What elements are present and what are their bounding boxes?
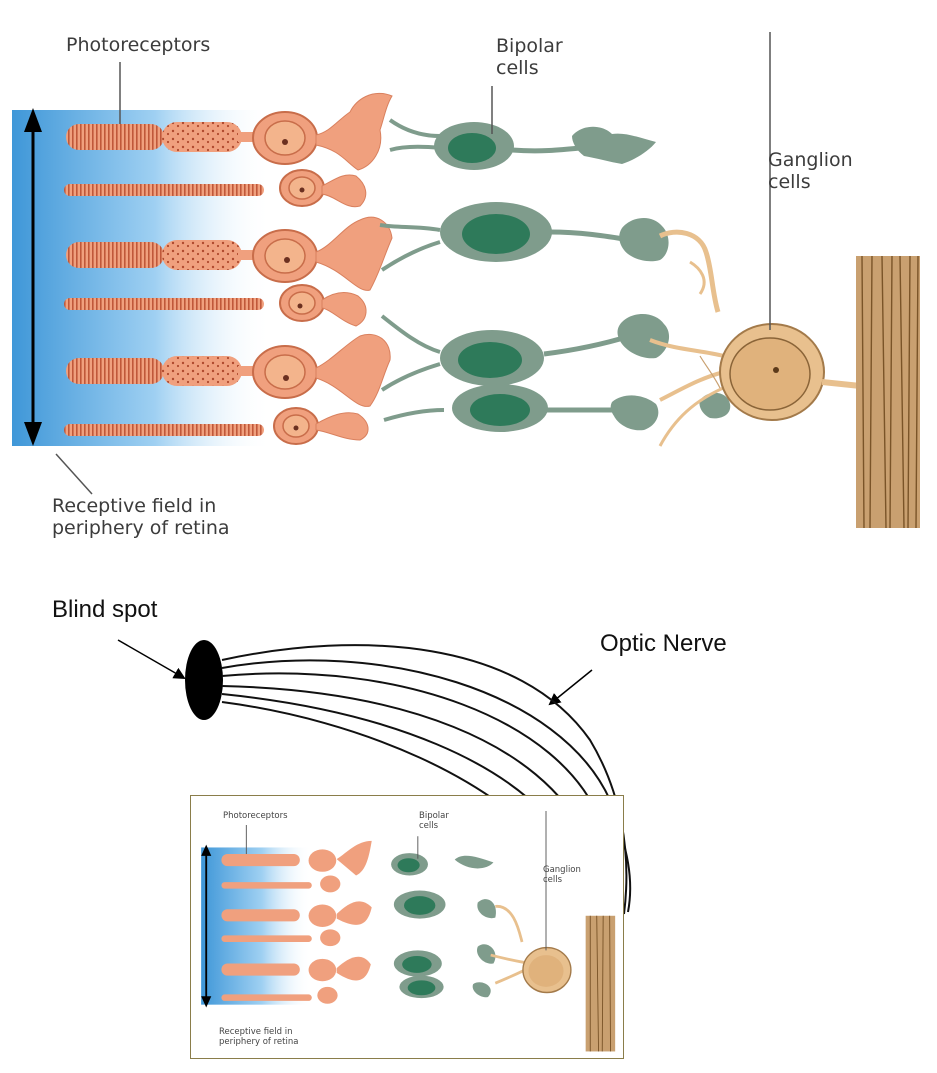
inset-bipolar-cells-label: Bipolar cells (419, 812, 449, 832)
blind-spot-arrow (118, 640, 184, 678)
inset-diagram-frame: Photoreceptors Bipolar cells Ganglion ce… (190, 795, 624, 1059)
inset-receptive-field-label: Receptive field in periphery of retina (219, 1028, 298, 1048)
inset-ganglion-cells-label: Ganglion cells (543, 866, 581, 886)
inset-photoreceptors-label: Photoreceptors (223, 812, 288, 822)
retina-circuit-inset (191, 796, 623, 1058)
blind-spot (185, 640, 223, 720)
optic-nerve-arrow (550, 670, 592, 704)
